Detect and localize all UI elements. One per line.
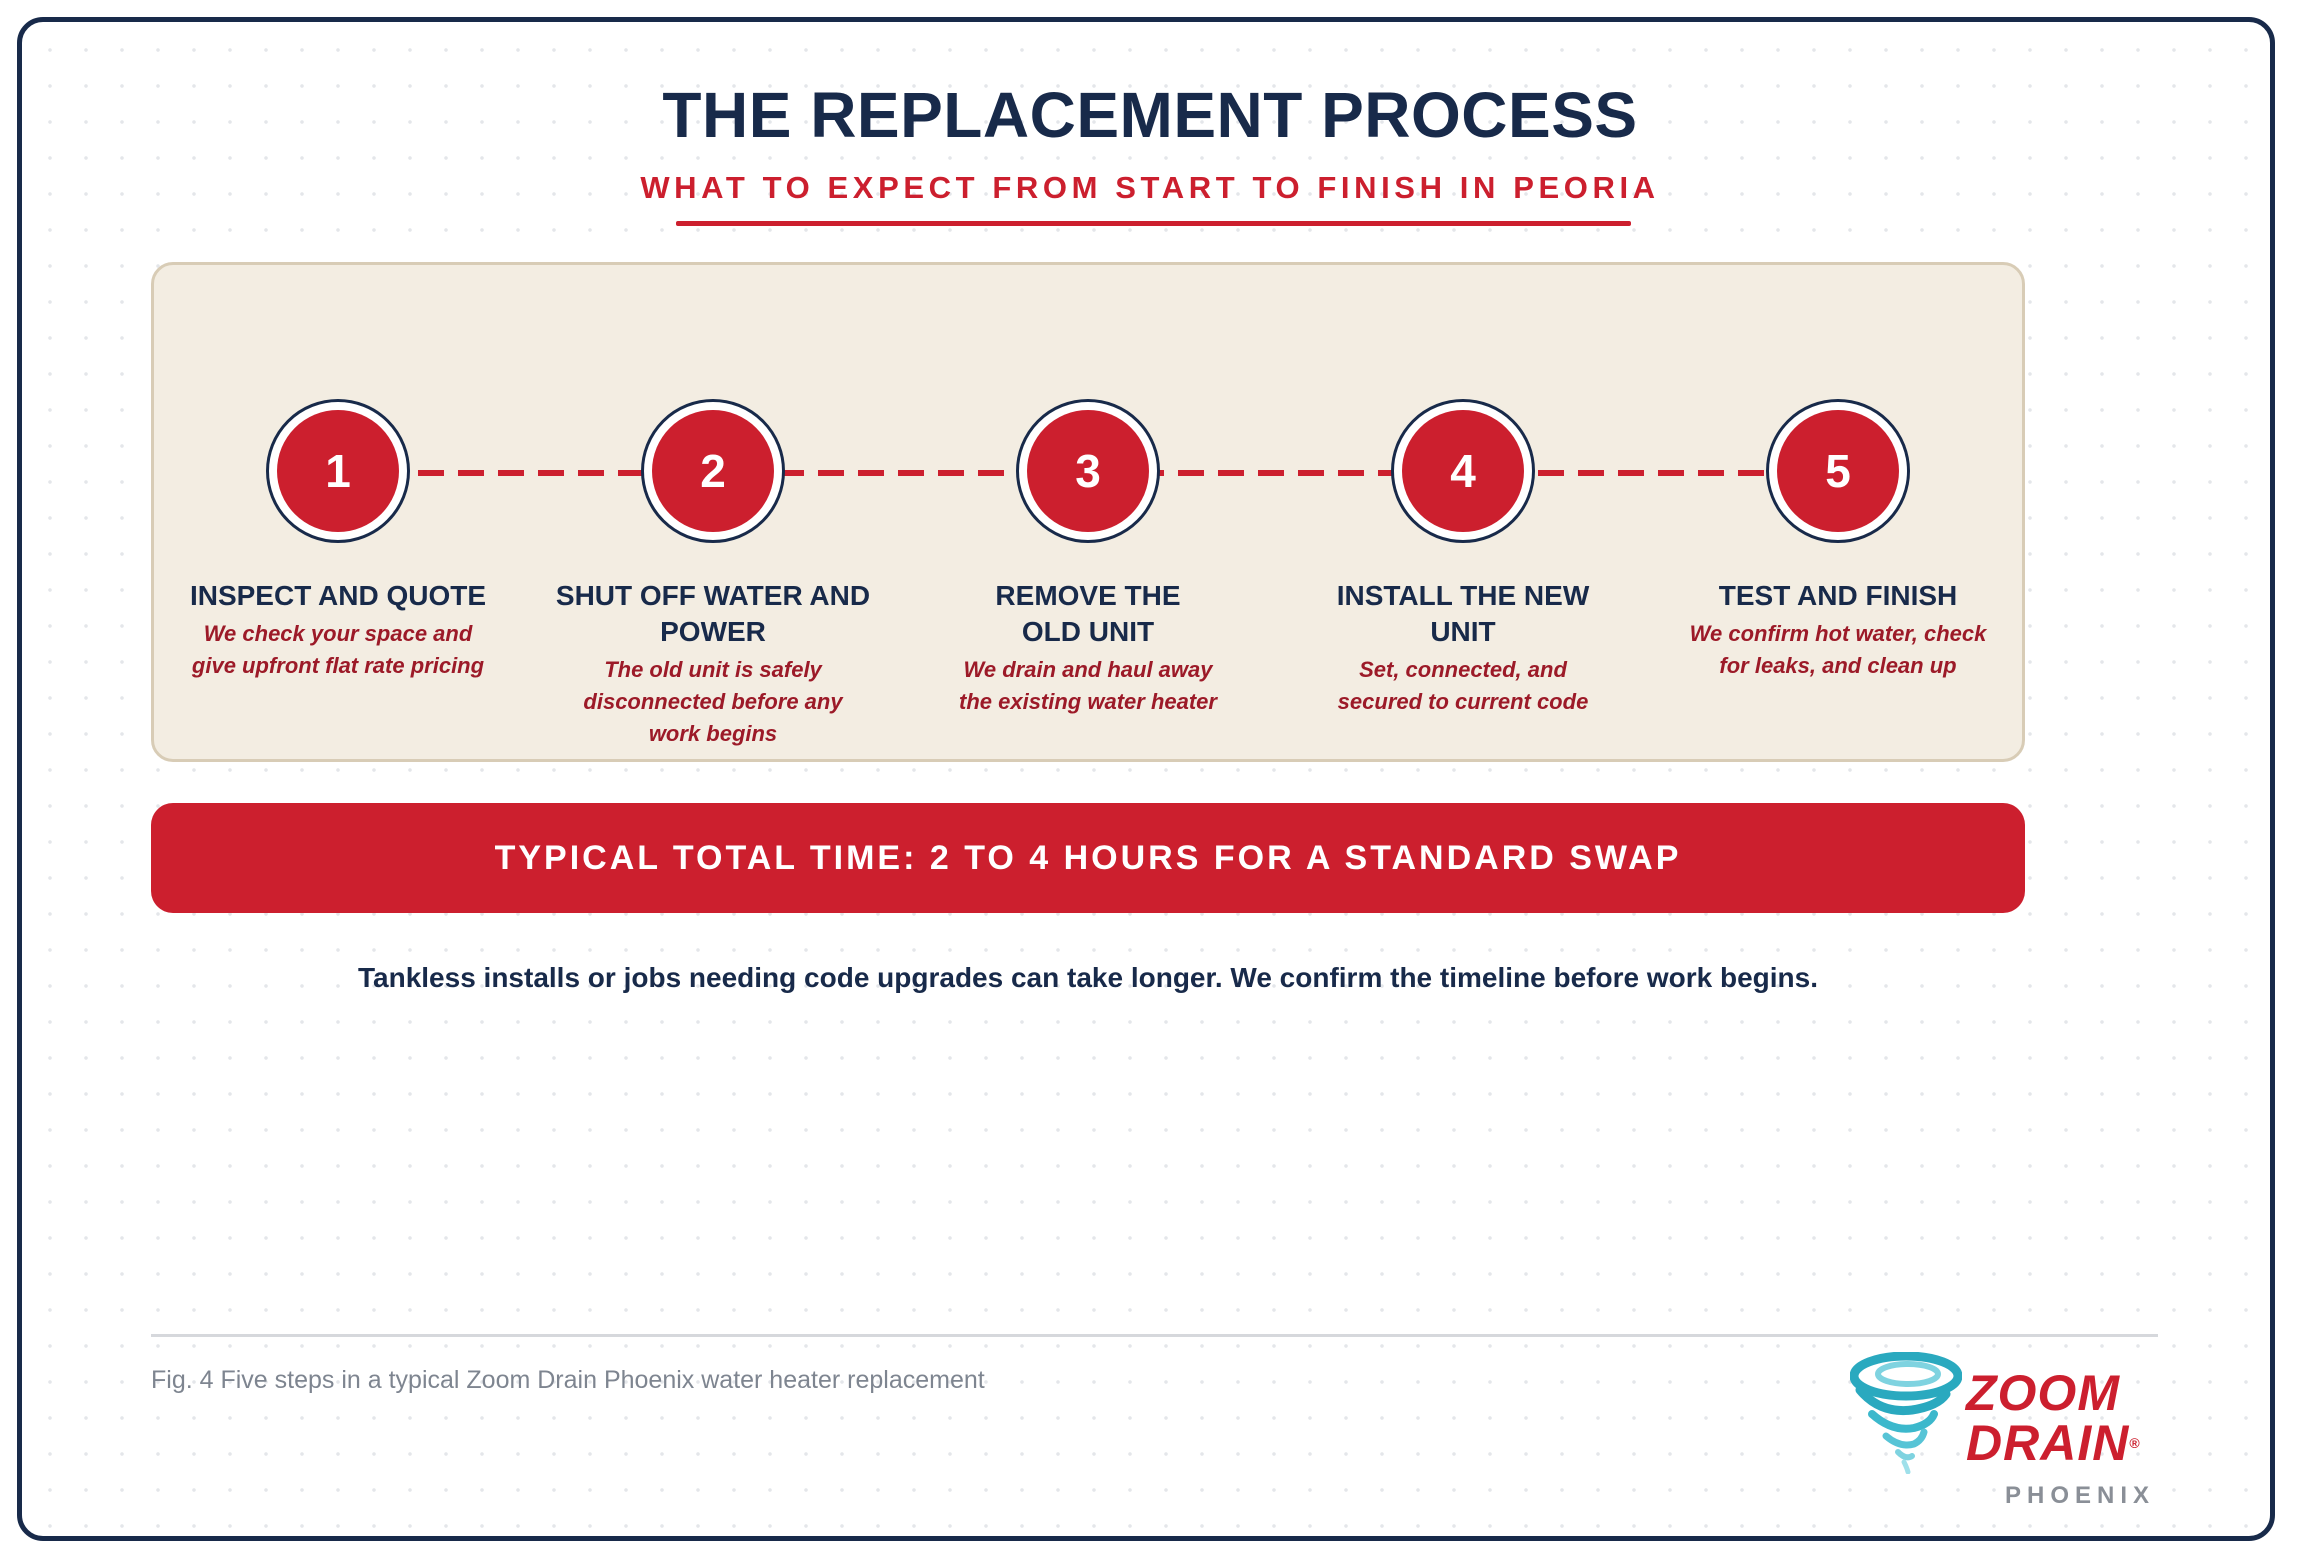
step-connector-line [338,470,1838,476]
tornado-swirl-icon [1850,1352,1962,1474]
step-4-description: Set, connected, and secured to current c… [1337,657,1589,714]
step-4-title: INSTALL THE NEW UNIT [1336,580,1590,647]
page-subtitle: WHAT TO EXPECT FROM START TO FINISH IN P… [640,170,1660,205]
total-time-banner: TYPICAL TOTAL TIME: 2 TO 4 HOURS FOR A S… [151,803,2025,913]
step-1-text: INSPECT AND QUOTE We check your space an… [178,578,498,682]
footer-divider [151,1334,2158,1337]
logo-city: PHOENIX [2005,1482,2156,1509]
step-4-number: 4 [1402,410,1524,532]
step-2-number: 2 [652,410,774,532]
step-1-circle: 1 [266,399,410,543]
step-2-title: SHUT OFF WATER AND POWER [555,580,871,647]
step-1-number: 1 [277,410,399,532]
step-5-text: TEST AND FINISH We confirm hot water, ch… [1678,578,1998,682]
step-5-circle: 5 [1766,399,1910,543]
step-2-description: The old unit is safely disconnected befo… [583,657,843,746]
step-3-description: We drain and haul away the existing wate… [959,657,1217,714]
logo-word-drain-text: DRAIN [1966,1415,2130,1471]
step-1-title: INSPECT AND QUOTE [189,580,487,611]
step-5-title: TEST AND FINISH [1718,580,1958,611]
page-frame [17,17,2275,1541]
step-3-circle: 3 [1016,399,1160,543]
registered-mark: ® [2129,1435,2141,1451]
step-3-title: REMOVE THE OLD UNIT [995,580,1181,647]
total-time-text: TYPICAL TOTAL TIME: 2 TO 4 HOURS FOR A S… [494,838,1682,877]
figure-caption: Fig. 4 Five steps in a typical Zoom Drai… [151,1366,985,1394]
logo-word-zoom: ZOOM [1966,1365,2120,1421]
step-3-text: REMOVE THE OLD UNIT We drain and haul aw… [928,578,1248,718]
step-3-number: 3 [1027,410,1149,532]
page-title: THE REPLACEMENT PROCESS [662,79,1638,151]
step-2-circle: 2 [641,399,785,543]
subtitle-underline [676,221,1631,226]
step-5-number: 5 [1777,410,1899,532]
timeline-note: Tankless installs or jobs needing code u… [358,962,1818,993]
step-4-circle: 4 [1391,399,1535,543]
step-1-description: We check your space and give upfront fla… [191,621,485,678]
logo-word-drain: DRAIN® [1966,1418,2166,1468]
step-4-text: INSTALL THE NEW UNIT Set, connected, and… [1303,578,1623,718]
step-5-description: We confirm hot water, check for leaks, a… [1689,621,1987,678]
step-2-text: SHUT OFF WATER AND POWER The old unit is… [553,578,873,750]
